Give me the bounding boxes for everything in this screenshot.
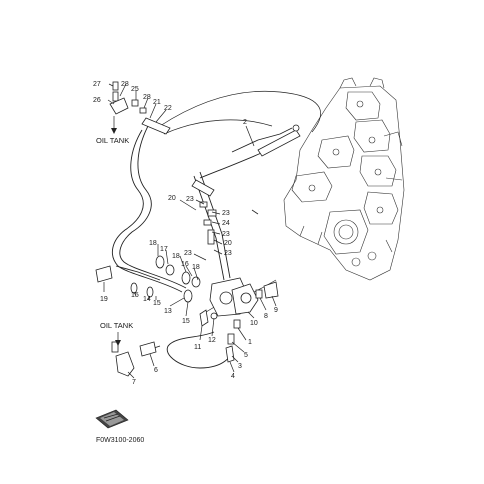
callout-18: 18 (172, 253, 180, 260)
callout-15: 15 (131, 292, 139, 299)
callout-4: 4 (231, 373, 235, 380)
callout-16: 16 (181, 261, 189, 268)
callout-23: 23 (186, 196, 194, 203)
callout-11: 11 (194, 344, 201, 351)
callout-10: 10 (250, 320, 258, 327)
oil-tank-label-top: OIL TANK (96, 136, 129, 145)
callout-13: 13 (164, 308, 172, 315)
oil-tank-label-bottom: OIL TANK (100, 321, 133, 330)
callout-18: 18 (149, 240, 157, 247)
callout-numbers: 27 28 25 26 28 21 22 2 20 23 23 24 23 20… (93, 81, 278, 386)
callout-2: 2 (243, 119, 247, 126)
callout-25: 25 (131, 86, 139, 93)
callout-27: 27 (93, 81, 101, 88)
callout-8: 8 (264, 313, 268, 320)
callout-18: 18 (192, 264, 200, 271)
callout-21: 21 (153, 99, 161, 106)
callout-9: 9 (274, 307, 278, 314)
callout-23: 23 (224, 250, 232, 257)
callout-5: 5 (244, 352, 248, 359)
oil-hoses (111, 90, 321, 369)
callout-17: 17 (160, 246, 168, 253)
callout-1: 1 (248, 339, 252, 346)
callout-6: 6 (154, 367, 158, 374)
callout-14: 14 (143, 296, 151, 303)
callout-24: 24 (222, 220, 230, 227)
figure-code: F0W3100-2060 (96, 437, 144, 444)
callout-22: 22 (164, 105, 172, 112)
callout-23: 23 (222, 210, 230, 217)
callout-15: 15 (182, 318, 190, 325)
callout-26: 26 (93, 97, 101, 104)
callout-7: 7 (132, 379, 136, 386)
manual-book-icon (95, 409, 129, 429)
leader-lines (103, 83, 277, 379)
callout-15: 15 (153, 300, 161, 307)
callout-3: 3 (238, 363, 242, 370)
callout-23: 23 (222, 231, 230, 238)
callout-19: 19 (100, 296, 108, 303)
small-parts (95, 81, 301, 377)
callout-12: 12 (208, 337, 216, 344)
engine-block (283, 77, 405, 281)
callout-20: 20 (224, 240, 232, 247)
callout-20: 20 (168, 195, 176, 202)
callout-28: 28 (143, 94, 151, 101)
callout-23: 23 (184, 250, 192, 257)
callout-28: 28 (121, 81, 129, 88)
